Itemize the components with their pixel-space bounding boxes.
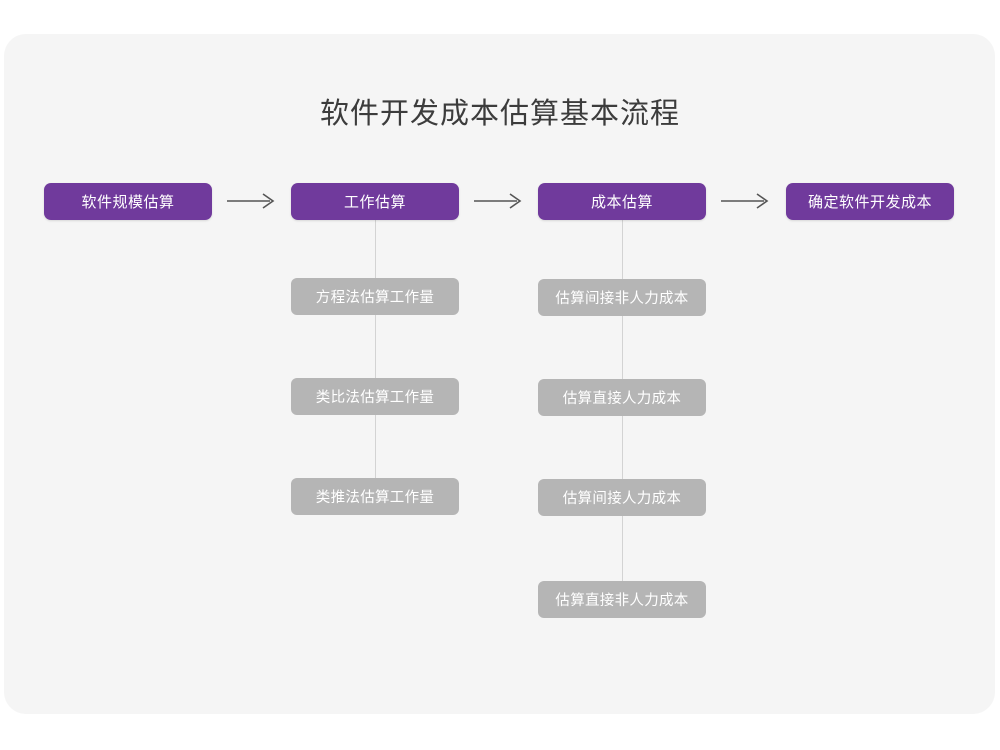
connector-line-step-2 — [374, 220, 377, 515]
flow-subnode-step-3-1[interactable]: 估算间接非人力成本 — [538, 279, 706, 316]
flow-subnode-step-3-3[interactable]: 估算间接人力成本 — [538, 479, 706, 516]
arrow-right-icon-2 — [473, 191, 525, 211]
flow-subnode-step-3-2[interactable]: 估算直接人力成本 — [538, 379, 706, 416]
page-title: 软件开发成本估算基本流程 — [319, 98, 680, 130]
diagram-card-background — [4, 34, 995, 714]
flow-node-step-1[interactable]: 软件规模估算 — [44, 183, 212, 220]
arrow-right-icon-3 — [720, 191, 772, 211]
arrow-right-icon-1 — [226, 191, 278, 211]
flow-subnode-step-2-2[interactable]: 类比法估算工作量 — [291, 378, 459, 415]
flow-subnode-step-2-3[interactable]: 类推法估算工作量 — [291, 478, 459, 515]
flow-node-step-2[interactable]: 工作估算 — [291, 183, 459, 220]
flow-subnode-step-2-1[interactable]: 方程法估算工作量 — [291, 278, 459, 315]
flow-subnode-step-3-4[interactable]: 估算直接非人力成本 — [538, 581, 706, 618]
connector-line-step-3 — [621, 220, 624, 618]
flow-node-step-3[interactable]: 成本估算 — [538, 183, 706, 220]
flow-node-step-4[interactable]: 确定软件开发成本 — [786, 183, 954, 220]
